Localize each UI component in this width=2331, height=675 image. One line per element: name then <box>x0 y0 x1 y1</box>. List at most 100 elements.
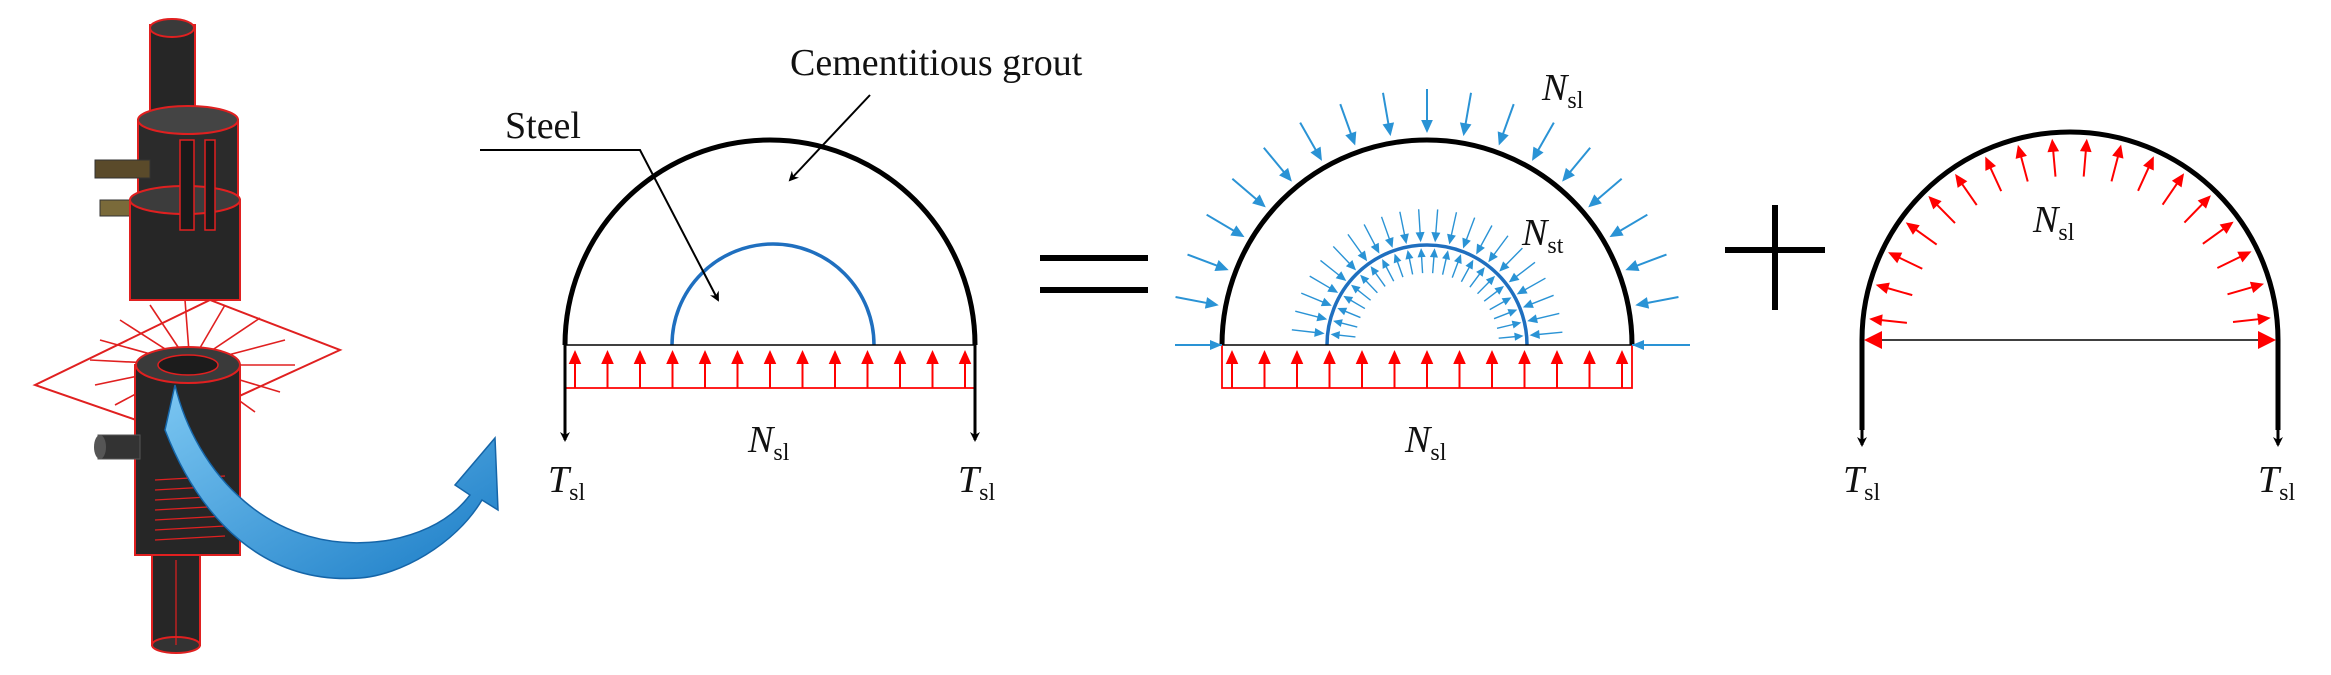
inner-pressure-arrow-head <box>1393 253 1402 264</box>
inner-pressure-arrow <box>1535 331 1563 336</box>
inner-pressure-arrow <box>1532 312 1560 321</box>
bottom-pressure-arrow-head <box>1453 350 1466 364</box>
inner-pressure-arrow-head <box>1384 236 1394 248</box>
outer-pressure-arrow-head <box>1252 194 1266 208</box>
outer-pressure-arrow <box>1299 122 1319 155</box>
inner-pressure-arrow-head <box>1417 248 1426 258</box>
n-letter: N <box>1521 212 1550 254</box>
n-sl-bottom-symbol: Nsl <box>1404 419 1447 466</box>
inner-pressure-arrow <box>1434 209 1439 237</box>
outward-pressure-arrow-head <box>1905 222 1920 235</box>
outer-pressure-arrow-head <box>1635 297 1650 309</box>
inner-pressure-arrow <box>1332 245 1353 267</box>
outer-pressure-arrow-head <box>1625 259 1640 271</box>
bottom-pressure-arrow-head <box>601 350 614 364</box>
n-sl-symbol: Nsl <box>747 419 790 466</box>
n-letter: N <box>1541 67 1570 109</box>
inner-pressure-arrow <box>1528 294 1554 306</box>
n-sl-top-symbol: Nsl <box>1541 67 1584 114</box>
inner-pressure-arrow-head <box>1499 261 1510 272</box>
inner-pressure-arrow-head <box>1476 267 1485 277</box>
t-letter: T <box>2258 459 2282 501</box>
inner-pressure-arrow-head <box>1488 251 1498 263</box>
inner-pressure-arrow <box>1309 275 1334 291</box>
pressure-diagram: Nsl Nst Nsl <box>1175 67 1690 466</box>
inner-pressure-arrow-head <box>1415 231 1425 243</box>
outer-pressure-arrow-head <box>1532 146 1544 161</box>
bottom-pressure-arrow-head <box>861 350 874 364</box>
inner-pressure-arrow-head <box>1494 286 1505 295</box>
inner-pressure-arrow-head <box>1507 309 1518 317</box>
bottom-pressure-arrow-head <box>633 350 647 364</box>
outer-pressure-arrow <box>1263 147 1288 177</box>
bottom-pressure-arrow-head <box>893 350 907 364</box>
outer-pressure-arrow-head <box>1279 167 1292 182</box>
bottom-pressure-arrow-head <box>1518 350 1531 364</box>
outward-pressure-arrow-head <box>2015 144 2027 159</box>
bottom-pressure-arrow-head <box>1225 350 1239 364</box>
bottom-pressure-arrows <box>568 350 972 388</box>
inner-pressure-arrow-head <box>1320 297 1332 307</box>
inner-pressure-arrow-head <box>1465 259 1474 270</box>
outward-pressure-arrow-head <box>1888 252 1903 264</box>
outer-pressure-arrow <box>1500 103 1515 139</box>
inner-pressure-arrow-head <box>1462 237 1471 249</box>
outward-pressure-arrow-head <box>2047 138 2060 153</box>
bottom-pressure-arrow-head <box>731 350 744 364</box>
inner-pressure-arrow-head <box>1333 319 1343 328</box>
sl-subscript: sl <box>2279 480 2295 506</box>
sl-subscript: sl <box>1864 480 1880 506</box>
outer-pressure-arrow <box>1632 253 1667 269</box>
inner-pressure-arrow <box>1491 235 1509 258</box>
inner-pressure-arrow <box>1320 259 1343 278</box>
grout-label: Cementitious grout <box>790 42 1083 84</box>
inner-pressure-arrow-head <box>1337 307 1348 316</box>
inner-pressure-arrow-head <box>1345 260 1357 271</box>
outer-pressure-arrows <box>1175 89 1679 309</box>
outer-pressure-arrow <box>1463 92 1472 129</box>
outer-pressure-arrow-head <box>1562 167 1575 182</box>
outer-pressure-arrow <box>1187 253 1222 269</box>
bottom-pressure-arrow-head <box>926 350 939 364</box>
outward-pressure-arrow-head <box>2079 138 2092 153</box>
inner-pressure-arrow <box>1521 277 1546 293</box>
inner-pressure-arrow <box>1380 216 1392 243</box>
inner-pressure-arrow-head <box>1370 266 1380 276</box>
outer-semicircle <box>562 137 978 346</box>
inner-pressure-arrow-head <box>1351 284 1361 294</box>
inner-pressure-arrow-head <box>1314 327 1325 337</box>
outward-pressure-arrow-head <box>2237 251 2252 263</box>
sl-subscript: sl <box>979 480 995 506</box>
inner-pressure-arrow-head <box>1476 243 1485 255</box>
bottom-pressure-arrow-head <box>1615 350 1629 364</box>
inner-pressure-arrow-head <box>1327 283 1339 293</box>
outer-pressure-arrow-head <box>1230 225 1245 238</box>
outer-pressure-arrow <box>1535 122 1555 155</box>
t-sl-left-symbol: Tsl <box>1843 459 1880 506</box>
sl-subscript: sl <box>1430 440 1446 466</box>
t-sl-right-symbol: Tsl <box>2258 459 2295 506</box>
steel-leader <box>480 149 719 302</box>
outer-pressure-arrow <box>1566 147 1591 177</box>
inner-pressure-arrows <box>1291 209 1563 341</box>
inner-pressure-arrow-head <box>1522 299 1534 308</box>
inner-pressure-arrow-head <box>1501 297 1512 306</box>
outer-pressure-arrow-head <box>1382 122 1395 137</box>
outward-pressure-arrow-head <box>1928 196 1942 210</box>
t-sl-right-symbol: Tsl <box>958 459 995 506</box>
inner-pressure-arrow <box>1464 217 1476 244</box>
bottom-pressure-arrow-head <box>1485 350 1499 364</box>
inner-pressure-arrow <box>1449 212 1458 239</box>
t-letter: T <box>958 459 982 501</box>
grout-leader <box>788 94 871 182</box>
outward-pressure-arrow-head <box>2219 221 2234 234</box>
outer-pressure-arrow-head <box>1588 194 1602 208</box>
inner-pressure-arrow <box>1363 224 1378 249</box>
outward-pressure-arrow-head <box>2112 144 2124 159</box>
outer-pressure-arrow <box>1382 92 1391 129</box>
steel-label: Steel <box>505 105 581 147</box>
inner-pressure-arrow-head <box>1335 271 1347 281</box>
outer-pressure-arrow <box>1175 296 1212 305</box>
bottom-pressure-arrow-head <box>1420 350 1434 364</box>
